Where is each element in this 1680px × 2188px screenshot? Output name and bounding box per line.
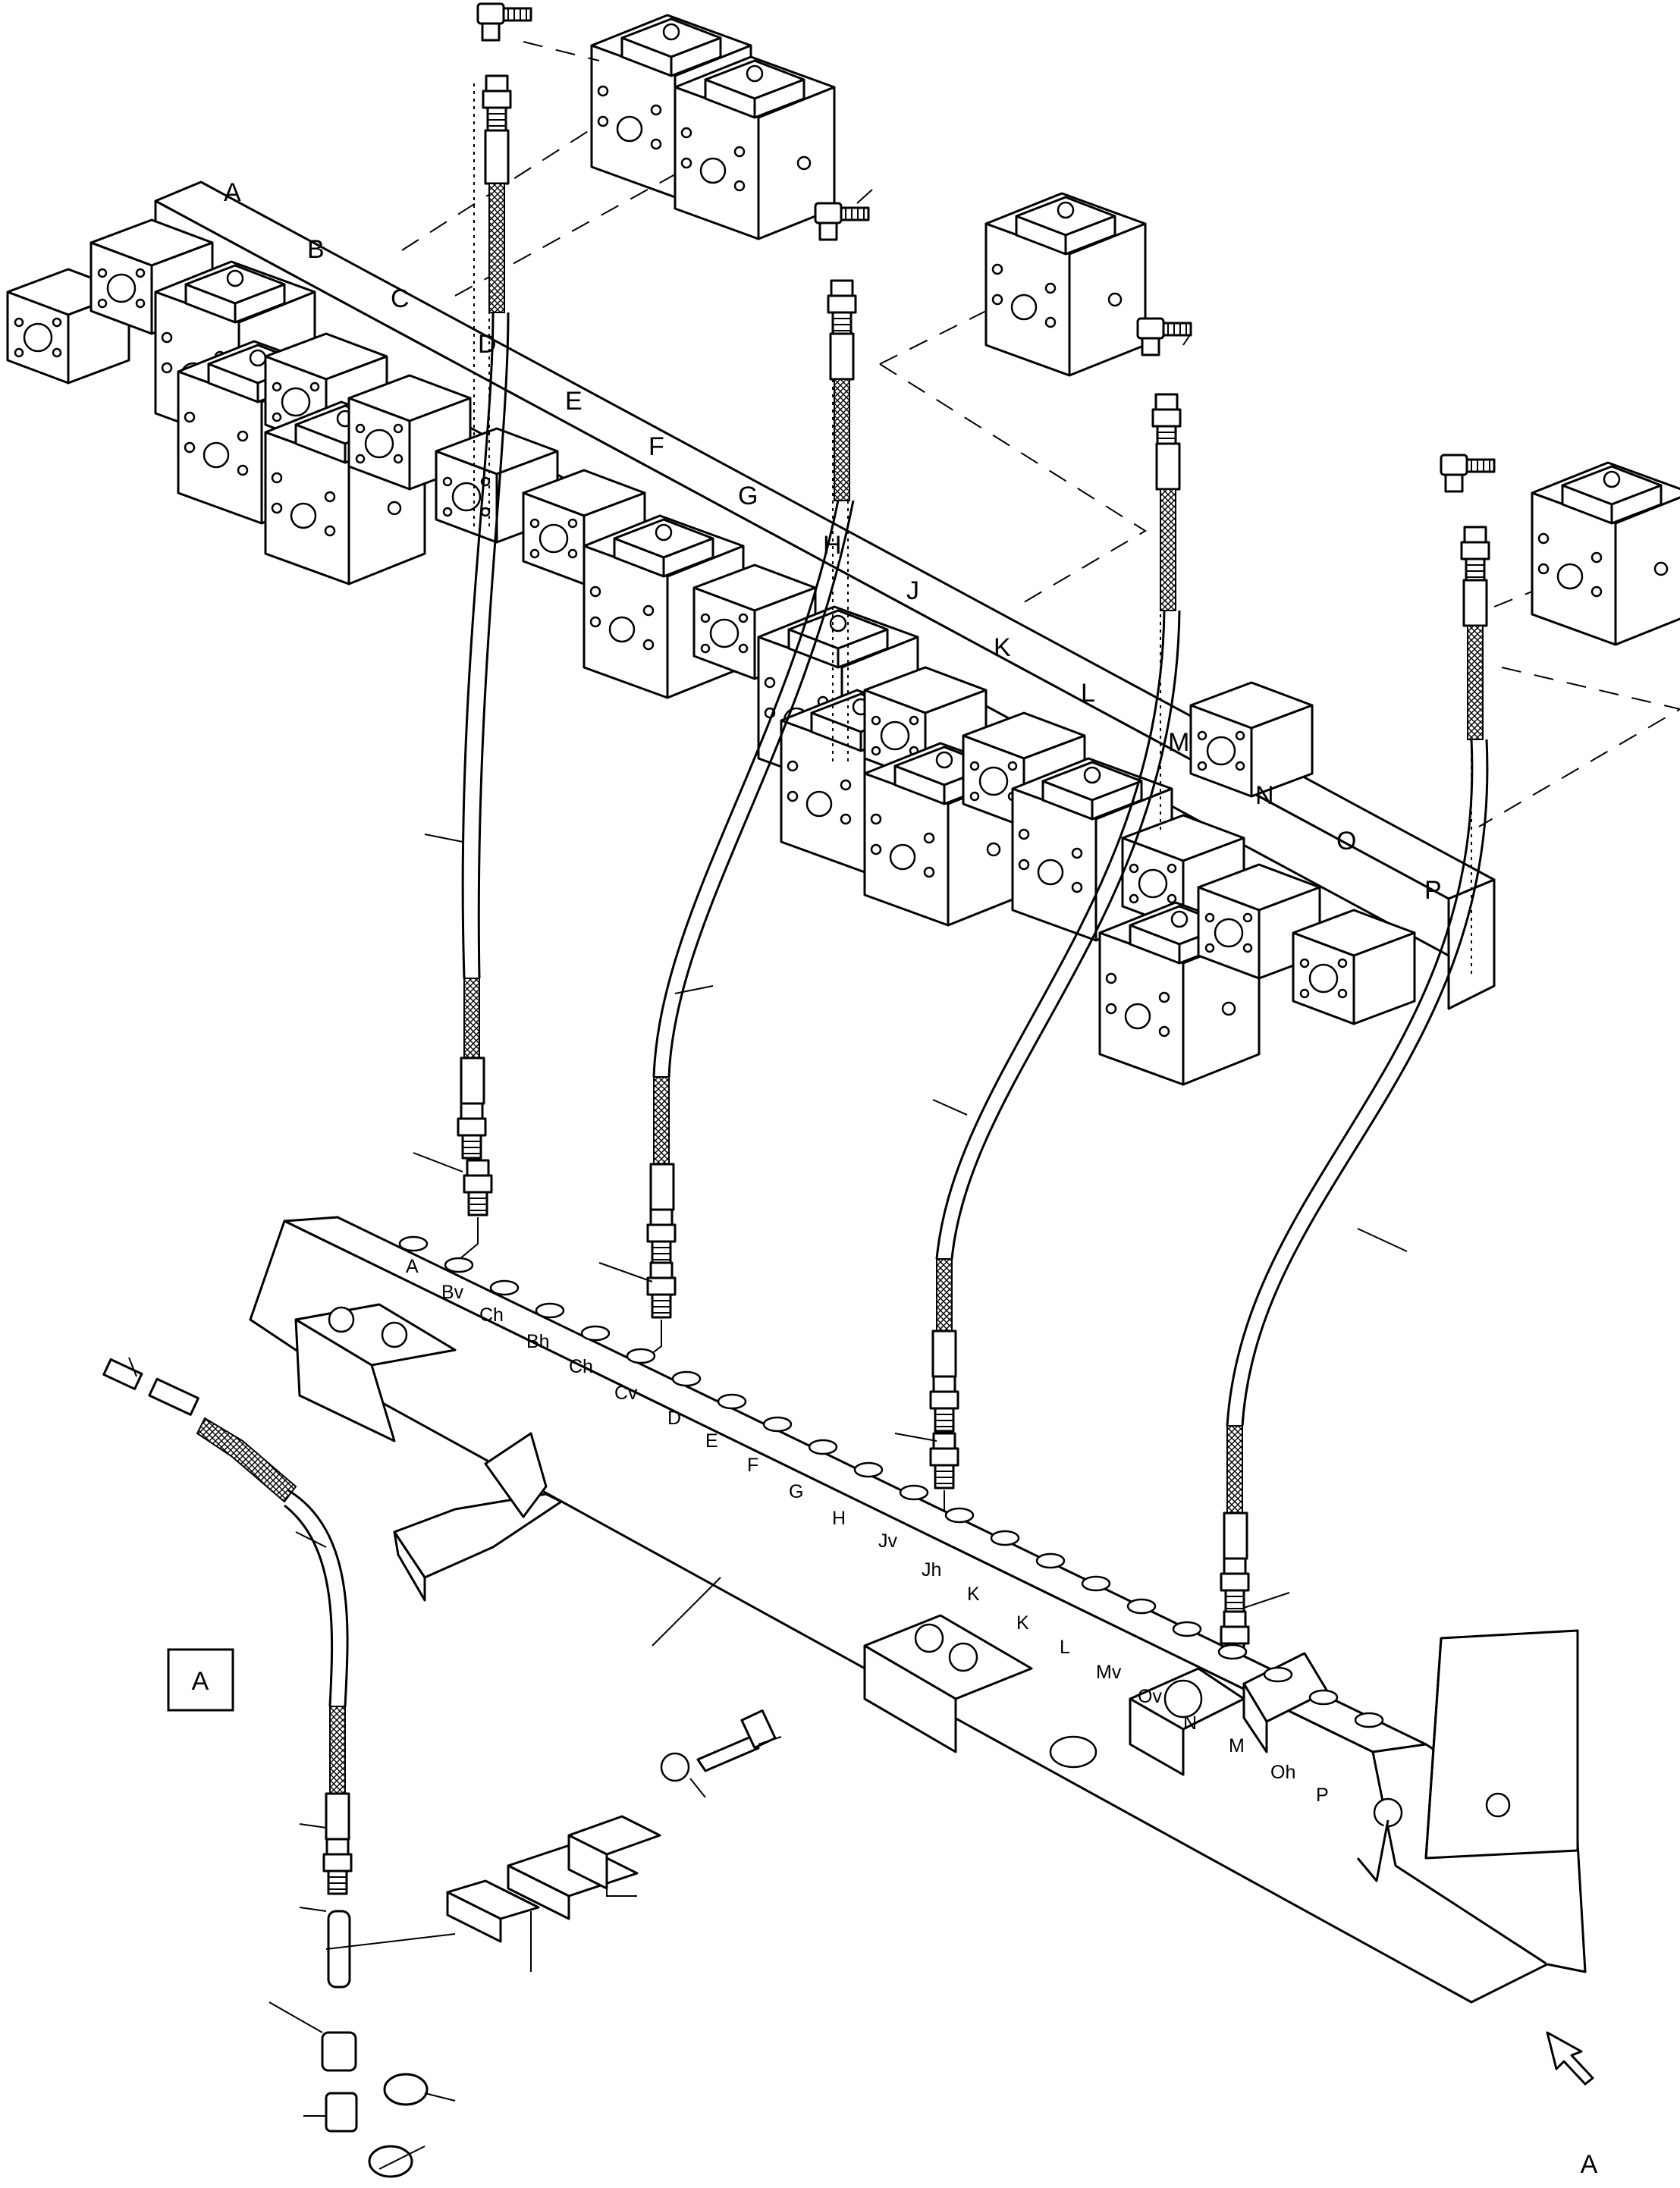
view-label-box-text: A (192, 1667, 209, 1696)
port-label-bh-3: Bh (526, 1331, 550, 1352)
valve-label-f: F (648, 432, 664, 461)
valve-label-l: L (1081, 679, 1095, 708)
port-label-a-0: A (406, 1256, 419, 1277)
valve-label-n: N (1255, 781, 1274, 810)
port-label-k-14: K (1016, 1612, 1029, 1634)
port-label-k-13: K (967, 1584, 980, 1605)
view-arrow-label: A (1581, 2150, 1598, 2179)
valve-label-b: B (307, 235, 325, 264)
port-label-jh-12: Jh (922, 1559, 941, 1581)
valve-label-j: J (906, 576, 919, 605)
port-label-bv-1: Bv (441, 1282, 464, 1303)
valve-label-a: A (224, 178, 241, 207)
leader-lines (128, 189, 1408, 2170)
valve-label-c: C (391, 284, 410, 313)
port-label-d-6: D (667, 1408, 681, 1429)
view-label-box: A (167, 1648, 234, 1712)
valve-label-p: P (1424, 876, 1442, 905)
port-label-f-8: F (747, 1455, 758, 1476)
valve-label-m: M (1168, 728, 1189, 757)
valve-label-g: G (738, 482, 758, 510)
port-label-cv-5: Cv (614, 1383, 638, 1404)
view-arrow-icon (1546, 2031, 1594, 2086)
valve-label-k: K (994, 633, 1011, 662)
valve-stack (6, 218, 1416, 1086)
clamp-detail (325, 1709, 777, 1972)
port-label-oh-20: Oh (1270, 1762, 1295, 1783)
port-label-ov-17: Ov (1138, 1686, 1162, 1707)
valve-label-group: A B C D E F G H J K L M N O P (224, 178, 1442, 905)
port-label-e-7: E (705, 1430, 718, 1452)
port-label-p-21: P (1316, 1785, 1329, 1806)
port-label-ch-2: Ch (479, 1304, 504, 1326)
port-label-n-18: N (1183, 1712, 1197, 1734)
main-manifold-bar (154, 181, 1496, 1010)
port-label-jv-11: Jv (878, 1530, 898, 1552)
valve-label-h: H (823, 531, 842, 560)
manifold-port-holes (398, 1235, 1384, 1728)
port-label-m-19: M (1229, 1735, 1245, 1756)
port-label-mv-16: Mv (1096, 1662, 1122, 1683)
valve-label-d: D (478, 330, 497, 359)
lower-manifold (249, 1216, 1587, 2004)
port-label-ch-4: Ch (569, 1356, 593, 1377)
port-label-h-10: H (832, 1508, 846, 1529)
port-label-l-15: L (1060, 1637, 1070, 1658)
valve-label-o: O (1336, 827, 1356, 855)
valve-label-e: E (565, 387, 583, 416)
hoses (102, 2, 1496, 2178)
port-label-g-9: G (789, 1481, 803, 1502)
